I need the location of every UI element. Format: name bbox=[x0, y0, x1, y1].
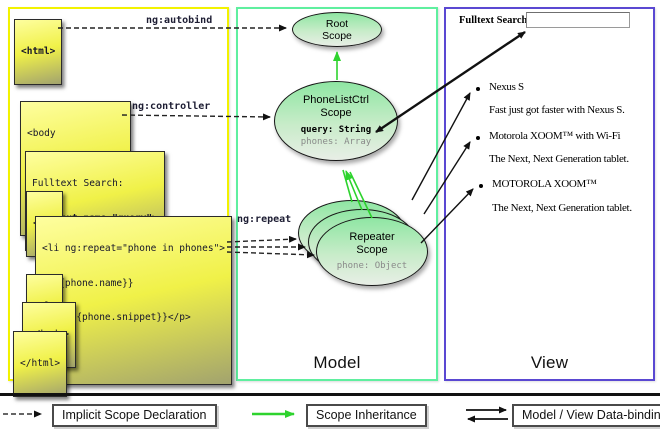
phonelistctrl-scope-name: PhoneListCtrl bbox=[302, 94, 370, 106]
repeater-scope-ellipse-front: Repeater Scope phone: Object bbox=[316, 217, 428, 286]
code-line: <p>{{phone.snippet}}</p> bbox=[42, 312, 191, 323]
view-item-title: Nexus S bbox=[489, 81, 524, 93]
code-line: {{phone.name}} bbox=[42, 277, 134, 289]
code-line: <body bbox=[27, 128, 56, 139]
code-box-html-open: <html> bbox=[14, 19, 63, 85]
phone-property: phone: Object bbox=[336, 261, 408, 271]
code-box-html-close: </html> bbox=[13, 331, 68, 397]
root-scope-ellipse: Root Scope bbox=[292, 12, 382, 47]
code-line: </html> bbox=[20, 358, 61, 369]
view-item-title: MOTOROLA XOOM™ bbox=[492, 178, 597, 190]
code-line: <html> bbox=[21, 46, 56, 57]
code-line: <li ng:repeat="phone in phones"> bbox=[42, 243, 226, 254]
ng-autobind-label: ng:autobind bbox=[146, 15, 213, 26]
view-item-desc: The Next, Next Generation tablet. bbox=[492, 202, 632, 214]
ng-repeat-label: ng:repeat bbox=[237, 214, 292, 225]
query-property: query: String bbox=[300, 125, 372, 135]
view-item-title: Motorola XOOM™ with Wi-Fi bbox=[489, 130, 621, 142]
code-line: Fulltext Search: bbox=[32, 178, 124, 189]
legend-implicit-scope-declaration: Implicit Scope Declaration bbox=[52, 404, 217, 427]
view-fulltext-search-label: Fulltext Search: bbox=[459, 15, 531, 26]
fulltext-search-input[interactable] bbox=[526, 12, 630, 28]
bullet-icon bbox=[476, 87, 480, 91]
legend-scope-inheritance: Scope Inheritance bbox=[306, 404, 427, 427]
model-column-title: Model bbox=[313, 353, 361, 372]
phones-property: phones: Array bbox=[300, 137, 372, 147]
bullet-icon bbox=[476, 136, 480, 140]
repeater-scope-name: Scope bbox=[356, 244, 388, 256]
legend-model-view-databinding: Model / View Data-binding bbox=[512, 404, 660, 427]
phonelistctrl-scope-name: Scope bbox=[320, 107, 352, 119]
root-scope-name: Root bbox=[325, 17, 349, 30]
bullet-icon bbox=[479, 184, 483, 188]
ng-controller-label: ng:controller bbox=[132, 101, 211, 112]
phonelistctrl-scope-ellipse: PhoneListCtrl Scope query: String phones… bbox=[274, 81, 398, 161]
view-item-desc: The Next, Next Generation tablet. bbox=[489, 153, 629, 165]
view-item-desc: Fast just got faster with Nexus S. bbox=[489, 104, 625, 116]
model-column: Model bbox=[236, 7, 438, 381]
repeater-scope-name: Repeater bbox=[349, 231, 395, 243]
view-column: View bbox=[444, 7, 655, 381]
root-scope-name: Scope bbox=[322, 29, 352, 42]
code-box-li-repeat: <li ng:repeat="phone in phones"> {{phone… bbox=[35, 216, 233, 385]
view-column-title: View bbox=[530, 353, 569, 372]
